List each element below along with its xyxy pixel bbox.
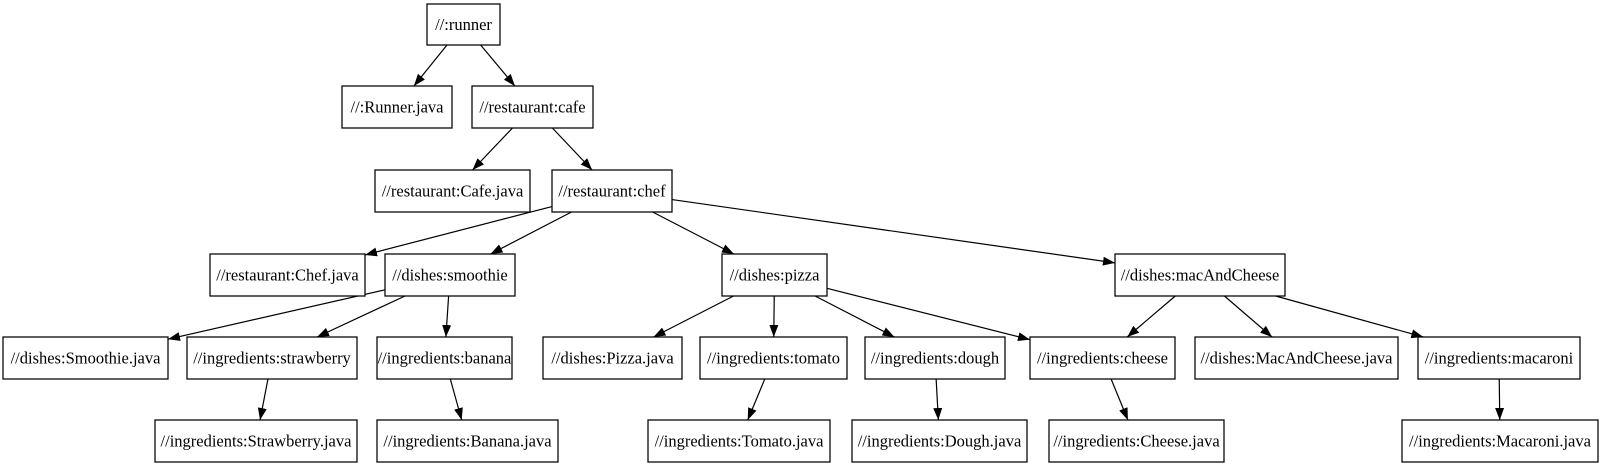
graph-node-label: //ingredients:Tomato.java [655, 432, 825, 451]
graph-edge-strawberry-to-strawberry_java [257, 378, 269, 421]
graph-node-box [851, 419, 1028, 463]
graph-edge-pizza-to-pizza_java [653, 295, 734, 338]
graph-edge-pizza-to-dough [814, 295, 895, 338]
graph-node-strawberry_java: //ingredients:Strawberry.java [154, 419, 358, 463]
graph-node-box [1401, 419, 1599, 463]
graph-node-box [1417, 336, 1581, 380]
graph-nodes-layer: //:runner //:Runner.java //restaurant:cafe… [2, 3, 1599, 463]
graph-node-cafe: //restaurant:cafe [471, 85, 594, 129]
graph-node-label: //dishes:smoothie [392, 266, 508, 285]
graph-node-box [1029, 336, 1176, 380]
graph-node-runner_java: //:Runner.java [341, 85, 453, 129]
graph-node-box [542, 336, 683, 380]
graph-node-label: //restaurant:chef [558, 182, 666, 201]
graph-node-label: //ingredients:Macaroni.java [1409, 432, 1592, 451]
graph-node-label: //restaurant:Chef.java [216, 266, 359, 285]
graph-node-label: //ingredients:cheese [1037, 349, 1168, 368]
graph-node-tomato_java: //ingredients:Tomato.java [647, 419, 831, 463]
graph-node-label: //ingredients:Banana.java [383, 432, 552, 451]
graph-node-label: //dishes:pizza [730, 266, 820, 285]
graph-edge-tomato-to-tomato_java [747, 378, 766, 421]
graph-node-box [376, 336, 513, 380]
graph-node-box [647, 419, 831, 463]
graph-node-chef: //restaurant:chef [551, 169, 673, 213]
graph-node-box [209, 253, 366, 297]
graph-node-box [341, 85, 453, 129]
graph-edge-chef-to-macandcheese [671, 198, 1116, 266]
graph-edge-chef-to-chef_java [364, 205, 553, 257]
graph-edge-pizza-to-cheese [826, 287, 1031, 342]
graph-node-label: //ingredients:dough [871, 349, 1000, 368]
graph-node-label: //dishes:Smoothie.java [11, 349, 162, 368]
graph-node-smoothie_java: //dishes:Smoothie.java [2, 336, 169, 380]
graph-node-box [1194, 336, 1399, 380]
graph-edge-chef-to-smoothie [490, 211, 572, 255]
graph-node-macaroni_java: //ingredients:Macaroni.java [1401, 419, 1599, 463]
graph-edge-macandcheese-to-cheese [1126, 295, 1176, 338]
graph-node-box [2, 336, 169, 380]
graph-node-box [426, 3, 501, 46]
graph-node-label: //ingredients:Dough.java [858, 432, 1022, 451]
graph-node-box [551, 169, 673, 213]
graph-node-box [1114, 253, 1286, 297]
graph-node-label: //ingredients:strawberry [193, 349, 351, 368]
graph-node-label: //restaurant:cafe [479, 98, 585, 117]
graph-edges-layer [167, 44, 1505, 421]
graph-node-box [1048, 419, 1225, 463]
graph-node-dough_java: //ingredients:Dough.java [851, 419, 1028, 463]
graph-edge-cheese-to-cheese_java [1110, 378, 1129, 421]
graph-node-box [374, 169, 531, 213]
graph-node-banana_java: //ingredients:Banana.java [376, 419, 559, 463]
graph-node-box [471, 85, 594, 129]
graph-node-runner: //:runner [426, 3, 501, 46]
graph-node-macaroni: //ingredients:macaroni [1417, 336, 1581, 380]
graph-edge-cafe-to-chef [551, 127, 593, 171]
graph-node-smoothie: //dishes:smoothie [384, 253, 516, 297]
graph-edge-cafe-to-cafe_java [472, 127, 513, 171]
graph-edge-macandcheese-to-macaroni [1275, 295, 1424, 339]
graph-node-box [699, 336, 848, 380]
graph-node-box [186, 336, 358, 380]
graph-edge-smoothie-to-smoothie_java [167, 289, 386, 341]
graph-node-chef_java: //restaurant:Chef.java [209, 253, 366, 297]
graph-edge-chef-to-pizza [652, 211, 735, 255]
graph-node-label: //ingredients:macaroni [1425, 349, 1574, 368]
graph-node-pizza: //dishes:pizza [721, 253, 828, 297]
graph-edge-macandcheese-to-macandcheese_java [1224, 295, 1273, 338]
graph-node-label: //:runner [435, 15, 492, 34]
graph-node-cheese: //ingredients:cheese [1029, 336, 1176, 380]
graph-node-label: //dishes:MacAndCheese.java [1201, 349, 1394, 368]
graph-edge-banana-to-banana_java [449, 378, 463, 421]
graph-node-macandcheese_java: //dishes:MacAndCheese.java [1194, 336, 1399, 380]
graph-node-dough: //ingredients:dough [864, 336, 1006, 380]
graph-node-cafe_java: //restaurant:Cafe.java [374, 169, 531, 213]
graph-node-label: //dishes:Pizza.java [551, 349, 674, 368]
graph-node-label: //ingredients:Strawberry.java [161, 432, 353, 451]
graph-edge-smoothie-to-banana [442, 295, 452, 338]
graph-edge-dough-to-dough_java [933, 378, 943, 421]
graph-node-label: //dishes:macAndCheese [1121, 266, 1280, 285]
graph-node-label: //:Runner.java [350, 98, 444, 117]
graph-node-label: //ingredients:Cheese.java [1053, 432, 1220, 451]
graph-edge-runner-to-cafe [480, 44, 516, 87]
graph-node-pizza_java: //dishes:Pizza.java [542, 336, 683, 380]
graph-node-box [864, 336, 1006, 380]
graph-edge-runner-to-runner_java [413, 44, 448, 87]
graph-node-tomato: //ingredients:tomato [699, 336, 848, 380]
graph-node-box [154, 419, 358, 463]
graph-node-label: //ingredients:tomato [707, 349, 840, 368]
graph-node-cheese_java: //ingredients:Cheese.java [1048, 419, 1225, 463]
graph-node-strawberry: //ingredients:strawberry [186, 336, 358, 380]
graph-node-box [376, 419, 559, 463]
graph-edge-smoothie-to-strawberry [316, 295, 406, 338]
graph-node-banana: //ingredients:banana [376, 336, 513, 380]
graph-node-box [721, 253, 828, 297]
graph-node-label: //ingredients:banana [378, 349, 512, 368]
graph-node-label: //restaurant:Cafe.java [382, 182, 524, 201]
graph-node-macandcheese: //dishes:macAndCheese [1114, 253, 1286, 297]
graph-node-box [384, 253, 516, 297]
